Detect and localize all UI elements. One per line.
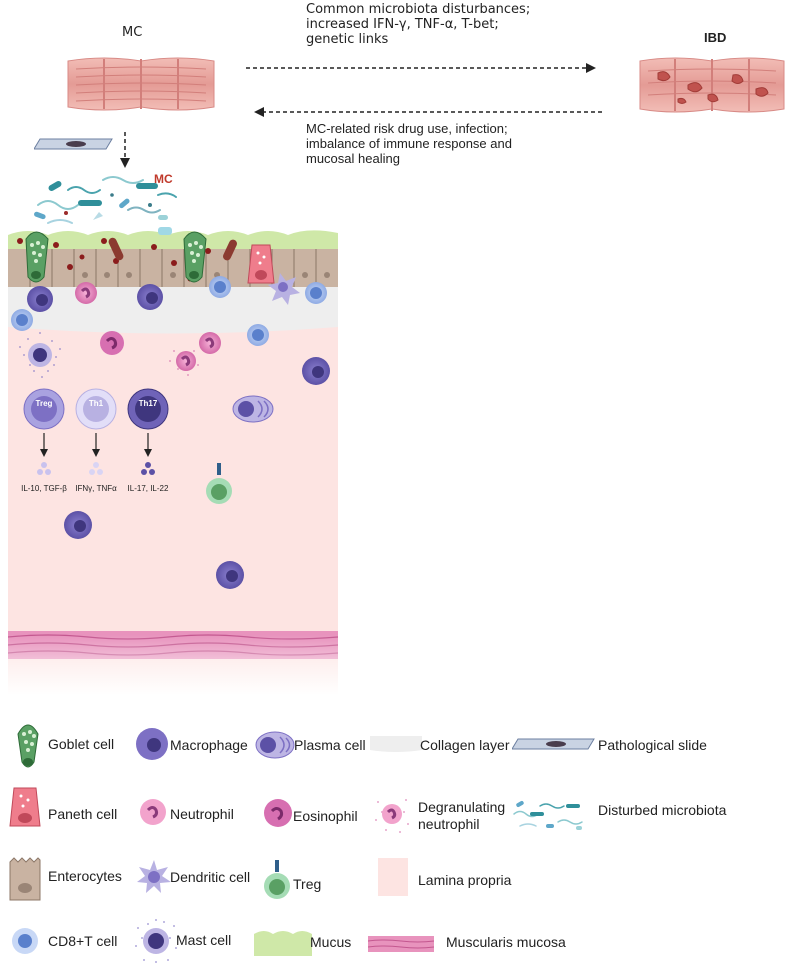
dendritic-cell-icon (137, 860, 171, 893)
treg-cell (206, 463, 232, 504)
legend-neutrophil-label: Neutrophil (170, 806, 234, 822)
macrophage (216, 561, 244, 589)
legend-enterocytes-label: Enterocytes (48, 868, 122, 884)
mc-intestine (67, 57, 215, 111)
legend-degranulating-line: neutrophil (418, 816, 480, 832)
legend-degranulating-line: Degranulating (418, 799, 506, 815)
legend-degranulating-label: Degranulating neutrophil (418, 799, 505, 833)
reverse-note: MC-related risk drug use, infection; imb… (306, 121, 512, 166)
reverse-note-line: mucosal healing (306, 151, 400, 166)
legend-slide-label: Pathological slide (598, 737, 707, 753)
mc-title: MC (122, 25, 143, 40)
cd8-t-cell-icon (12, 928, 38, 954)
ibd-title: IBD (704, 30, 727, 45)
mast-cell (19, 332, 61, 378)
legend-mucus-label: Mucus (310, 934, 352, 950)
th17-label: Th17 (139, 399, 158, 408)
legend-mast-label: Mast cell (176, 932, 232, 948)
legend-lamina-label: Lamina propria (418, 872, 512, 888)
macrophage (302, 357, 330, 385)
muscularis-mucosa-icon (368, 936, 434, 952)
macrophage-icon (136, 728, 168, 760)
th1-t-cell (75, 388, 117, 430)
cd8-t-cell (305, 282, 327, 304)
degranulating-neutrophil-icon (375, 799, 409, 833)
down-arrow (120, 132, 130, 168)
treg-label: Treg (36, 399, 53, 408)
disturbed-microbiota-icon (513, 801, 583, 830)
eosinophil (100, 331, 124, 355)
treg-icon (264, 860, 290, 899)
cytokine-dots (37, 462, 155, 475)
pathological-slide-icon (512, 738, 595, 750)
tissue-diagram: MC (8, 172, 338, 695)
mucus-icon (254, 931, 312, 956)
ibd-intestine (639, 57, 785, 113)
paneth-cell (247, 244, 275, 284)
degranulating-neutrophil (169, 350, 199, 376)
legend-collagen-label: Collagen layer (420, 737, 510, 753)
mc-marker: MC (154, 172, 173, 186)
legend-muscularis-label: Muscularis mucosa (446, 934, 566, 950)
collagen-layer-icon (370, 736, 422, 752)
goblet-cell (183, 231, 207, 283)
legend-cd8-label: CD8+T cell (48, 933, 118, 949)
forward-note-line: Common microbiota disturbances; (306, 2, 531, 17)
th17-cytokines: IL-17, IL-22 (128, 484, 169, 493)
legend-eosinophil-label: Eosinophil (293, 808, 358, 824)
treg-cytokines: IL-10, TGF-β (21, 484, 67, 493)
forward-arrow (246, 63, 596, 73)
macrophage (64, 511, 92, 539)
goblet-cell-icon (17, 724, 39, 768)
plasma-cell (232, 395, 274, 423)
neutrophil (75, 282, 97, 304)
legend-paneth-label: Paneth cell (48, 806, 118, 822)
treg-t-cell (23, 388, 65, 430)
th17-t-cell (127, 388, 169, 430)
paneth-cell-icon (9, 787, 41, 827)
mast-cell-icon (135, 919, 177, 963)
enterocyte-icon (9, 857, 41, 901)
cd8-t-cell (247, 324, 269, 346)
forward-note-line: genetic links (306, 32, 389, 47)
cd8-t-cell (11, 309, 33, 331)
legend-microbiota-label: Disturbed microbiota (598, 802, 727, 818)
cd8-t-cell (209, 276, 231, 298)
goblet-cell (25, 231, 49, 283)
reverse-note-line: imbalance of immune response and (306, 136, 512, 151)
legend-dendritic-label: Dendritic cell (170, 869, 251, 885)
dendritic-cell (268, 273, 300, 305)
pathological-slide-top (34, 138, 113, 150)
plasma-cell-icon (255, 731, 295, 759)
lamina-propria-region (8, 295, 338, 695)
legend-goblet-label: Goblet cell (48, 736, 115, 752)
macrophage (137, 284, 163, 310)
macrophage (27, 286, 53, 312)
lamina-propria-icon (378, 858, 408, 896)
microbiota-cluster (34, 176, 177, 224)
legend-macrophage-label: Macrophage (170, 737, 248, 753)
reverse-arrow (254, 107, 604, 117)
forward-note-line: increased IFN-γ, TNF-α, T-bet; (306, 17, 499, 32)
legend-treg-label: Treg (293, 876, 322, 892)
forward-note: Common microbiota disturbances; increase… (306, 2, 530, 47)
eosinophil-icon (264, 799, 292, 827)
th1-label: Th1 (89, 399, 104, 408)
legend-plasma-label: Plasma cell (294, 737, 366, 753)
neutrophil-icon (140, 799, 166, 825)
th1-cytokines: IFNγ, TNFα (75, 484, 117, 493)
reverse-note-line: MC-related risk drug use, infection; (306, 121, 508, 136)
neutrophil (199, 332, 221, 354)
